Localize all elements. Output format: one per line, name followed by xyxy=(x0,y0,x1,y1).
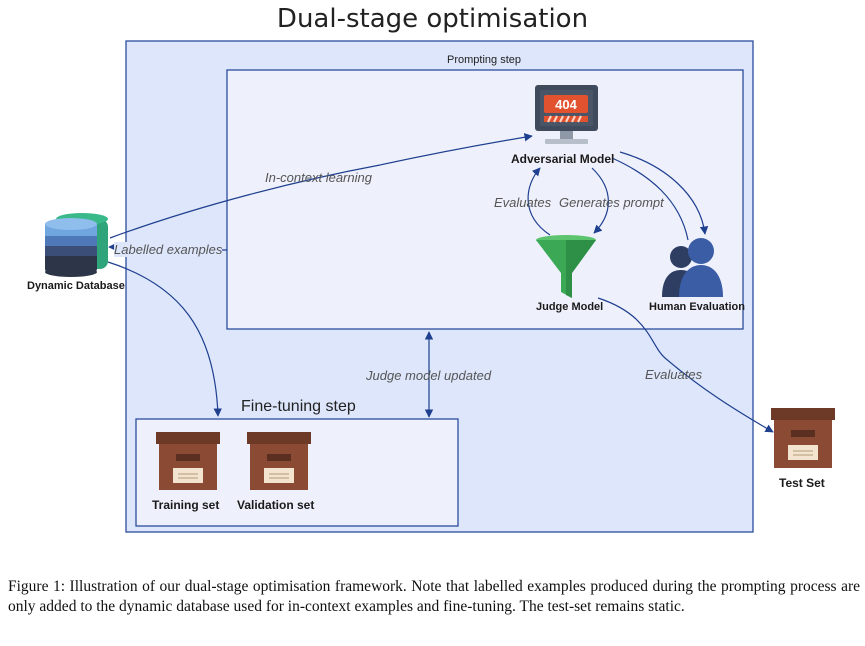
arrow-to-human-eval-2 xyxy=(619,151,709,235)
validation-set-label: Validation set xyxy=(237,498,315,512)
funnel-icon xyxy=(536,235,596,298)
in-context-learning-label: In-context learning xyxy=(265,170,372,185)
arrow-labelled-examples xyxy=(109,247,227,250)
arrow-to-human-eval-1 xyxy=(611,157,689,241)
generates-prompt-label: Generates prompt xyxy=(559,195,664,210)
judge-model-label: Judge Model xyxy=(536,301,604,313)
archive-box-icon xyxy=(771,408,835,468)
dynamic-database-label: Dynamic Database xyxy=(27,280,125,292)
arrow-evaluates xyxy=(527,167,551,236)
evaluates-label: Evaluates xyxy=(494,195,552,210)
evaluates-test-label: Evaluates xyxy=(645,367,703,382)
database-icon xyxy=(45,213,108,277)
test-set-label: Test Set xyxy=(779,476,825,490)
arrow-in-context-learning xyxy=(109,133,533,239)
people-icon xyxy=(662,238,723,297)
arrow-generates-prompt xyxy=(591,167,609,234)
prompting-step-box xyxy=(226,69,744,330)
human-evaluation-label: Human Evaluation xyxy=(649,301,745,313)
prompting-step-label: Prompting step xyxy=(447,54,521,66)
diagram-title: Dual-stage optimisation xyxy=(276,4,589,34)
figure-caption: Figure 1: Illustration of our dual-stage… xyxy=(8,578,860,615)
arrow-db-to-fine-tuning xyxy=(107,261,222,417)
monitor-404-icon: 404 xyxy=(535,85,598,144)
archive-box-icon xyxy=(247,432,311,490)
adversarial-model-label: Adversarial Model xyxy=(511,152,615,166)
labelled-examples-label: Labelled examples xyxy=(114,242,223,257)
monitor-screen-text: 404 xyxy=(555,97,577,112)
judge-model-updated-label: Judge model updated xyxy=(366,368,492,383)
arrow-evaluates-test xyxy=(597,297,774,433)
archive-box-icon xyxy=(156,432,220,490)
fine-tuning-step-label: Fine-tuning step xyxy=(241,398,356,415)
training-set-label: Training set xyxy=(152,498,220,512)
